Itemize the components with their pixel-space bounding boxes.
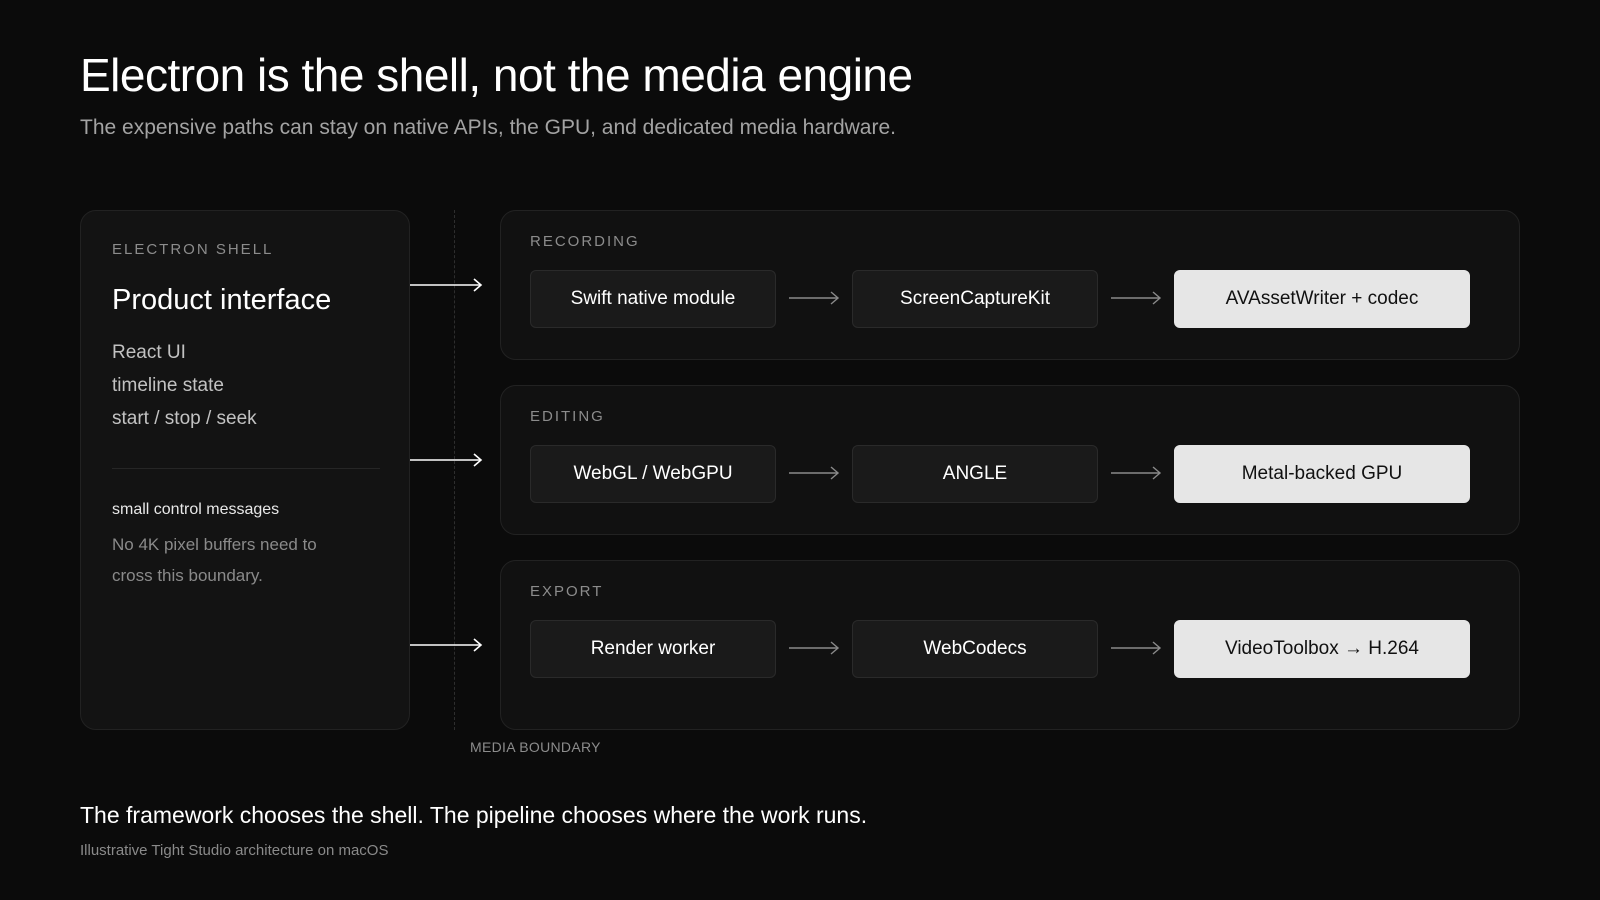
pipeline-node-highlight: Metal-backed GPU <box>1174 445 1470 503</box>
shell-item: start / stop / seek <box>112 408 257 429</box>
arrow-right-icon <box>1111 291 1162 305</box>
pipeline-node-highlight: VideoToolbox → H.264 <box>1174 620 1470 678</box>
pipeline-export: EXPORT Render worker WebCodecs VideoTool… <box>500 560 1520 730</box>
shell-label: ELECTRON SHELL <box>112 241 274 258</box>
page-title: Electron is the shell, not the media eng… <box>80 49 913 101</box>
shell-item: React UI <box>112 342 186 363</box>
pipeline-node: ANGLE <box>852 445 1098 503</box>
group-label: EDITING <box>530 408 605 425</box>
connector-editing-arrow-icon <box>410 453 483 467</box>
shell-note-title: small control messages <box>112 501 280 518</box>
electron-shell-card: ELECTRON SHELL Product interface React U… <box>80 210 410 730</box>
arrow-right-icon <box>1111 466 1162 480</box>
shell-item-list: React UI timeline state start / stop / s… <box>112 336 257 435</box>
footer-statement: The framework chooses the shell. The pip… <box>80 802 868 828</box>
arrow-right-icon <box>789 466 840 480</box>
shell-heading: Product interface <box>112 284 332 316</box>
media-boundary-line <box>454 210 455 730</box>
pipeline-node: WebGL / WebGPU <box>530 445 776 503</box>
shell-note-body: No 4K pixel buffers need to cross this b… <box>112 535 317 585</box>
arrow-right-icon <box>1111 641 1162 655</box>
pipeline-node-highlight: AVAssetWriter + codec <box>1174 270 1470 328</box>
shell-item: timeline state <box>112 375 224 396</box>
pipeline-node: WebCodecs <box>852 620 1098 678</box>
arrow-right-icon <box>789 641 840 655</box>
shell-divider <box>112 468 380 469</box>
media-boundary-label: MEDIA BOUNDARY <box>470 739 601 755</box>
arrow-right-icon <box>789 291 840 305</box>
footer-caption: Illustrative Tight Studio architecture o… <box>80 842 389 859</box>
group-label: EXPORT <box>530 583 604 600</box>
pipeline-node: ScreenCaptureKit <box>852 270 1098 328</box>
pipeline-node: Render worker <box>530 620 776 678</box>
page-subtitle: The expensive paths can stay on native A… <box>80 116 896 139</box>
group-label: RECORDING <box>530 233 640 250</box>
connector-export-arrow-icon <box>410 638 483 652</box>
pipeline-recording: RECORDING Swift native module ScreenCapt… <box>500 210 1520 360</box>
pipeline-node: Swift native module <box>530 270 776 328</box>
pipeline-editing: EDITING WebGL / WebGPU ANGLE Metal-backe… <box>500 385 1520 535</box>
connector-recording-arrow-icon <box>410 278 483 292</box>
